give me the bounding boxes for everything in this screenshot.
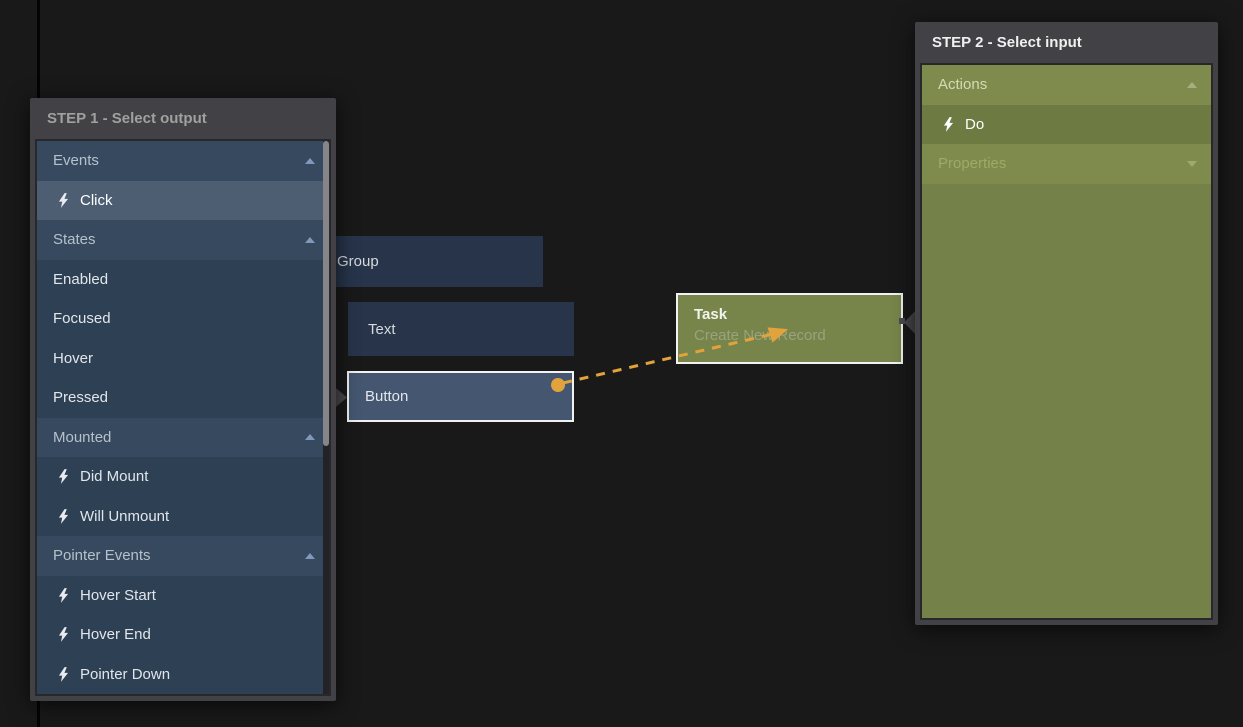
lightning-icon bbox=[58, 469, 69, 485]
list-item-hover-end[interactable]: Hover End bbox=[37, 615, 329, 655]
step2-panel-empty-area bbox=[922, 183, 1211, 618]
list-item-pressed[interactable]: Pressed bbox=[37, 378, 329, 418]
section-pointer-events[interactable]: Pointer Events bbox=[37, 536, 329, 576]
section-properties[interactable]: Properties bbox=[922, 144, 1211, 184]
lightning-icon bbox=[58, 587, 69, 603]
node-button-label: Button bbox=[365, 388, 409, 405]
list-item-did-mount[interactable]: Did Mount bbox=[37, 457, 329, 497]
lightning-icon bbox=[58, 627, 69, 643]
list-item-pointer-down[interactable]: Pointer Down bbox=[37, 654, 329, 694]
chevron-up-icon bbox=[1187, 81, 1197, 88]
step1-list: Events Click States Enabled Focused Hove… bbox=[35, 139, 331, 696]
chevron-up-icon bbox=[305, 157, 315, 164]
chevron-up-icon bbox=[305, 552, 315, 559]
step2-panel-title: STEP 2 - Select input bbox=[932, 34, 1082, 51]
section-mounted[interactable]: Mounted bbox=[37, 417, 329, 457]
list-item-enabled[interactable]: Enabled bbox=[37, 259, 329, 299]
lightning-icon bbox=[943, 116, 954, 132]
section-actions[interactable]: Actions bbox=[922, 65, 1211, 105]
section-states[interactable]: States bbox=[37, 220, 329, 260]
lightning-icon bbox=[58, 192, 69, 208]
step2-panel: STEP 2 - Select input Actions Do Propert… bbox=[915, 22, 1218, 625]
section-events[interactable]: Events bbox=[37, 141, 329, 181]
list-item-will-unmount[interactable]: Will Unmount bbox=[37, 496, 329, 536]
list-item-hover-start[interactable]: Hover Start bbox=[37, 575, 329, 615]
scrollbar-track[interactable] bbox=[323, 141, 329, 694]
chevron-down-icon bbox=[1187, 160, 1197, 167]
node-task[interactable]: Task Create New Record bbox=[676, 293, 903, 364]
chevron-up-icon bbox=[305, 434, 315, 441]
node-group[interactable]: Group bbox=[320, 236, 543, 287]
node-task-title: Task bbox=[694, 306, 728, 323]
step1-panel: STEP 1 - Select output Events Click Stat… bbox=[30, 98, 336, 701]
list-item-click[interactable]: Click bbox=[37, 180, 329, 220]
step2-list: Actions Do Properties bbox=[920, 63, 1213, 620]
list-item-hover[interactable]: Hover bbox=[37, 338, 329, 378]
list-item-focused[interactable]: Focused bbox=[37, 299, 329, 339]
node-task-subtitle: Create New Record bbox=[694, 327, 826, 344]
lightning-icon bbox=[58, 666, 69, 682]
step1-panel-title: STEP 1 - Select output bbox=[47, 110, 207, 127]
scrollbar-thumb[interactable] bbox=[323, 141, 329, 446]
chevron-up-icon bbox=[305, 236, 315, 243]
list-item-do[interactable]: Do bbox=[922, 104, 1211, 144]
node-button[interactable]: Button bbox=[347, 371, 574, 422]
connection-port[interactable] bbox=[551, 378, 565, 392]
node-text[interactable]: Text bbox=[348, 302, 574, 356]
lightning-icon bbox=[58, 508, 69, 524]
node-text-label: Text bbox=[368, 320, 396, 338]
node-group-label: Group bbox=[337, 253, 379, 270]
